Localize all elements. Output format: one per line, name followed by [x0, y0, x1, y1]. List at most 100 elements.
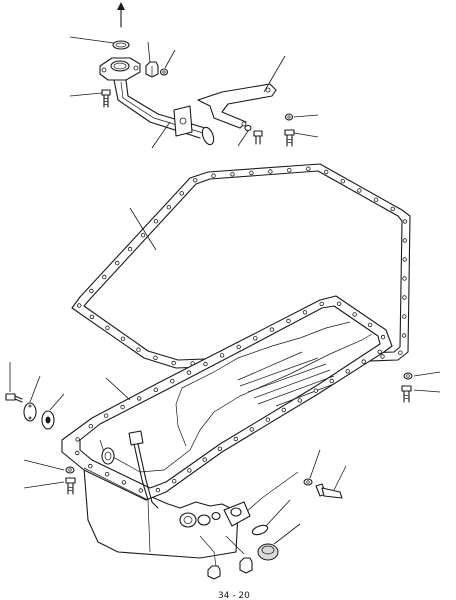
- leader-nut-2: [225, 535, 245, 555]
- washer-left: [65, 466, 75, 474]
- bolt-hole: [306, 166, 311, 171]
- washer-right: [403, 372, 413, 380]
- bolt-left-side: [5, 393, 23, 403]
- suction-pipe: [113, 79, 215, 146]
- bolt-hole: [89, 288, 94, 294]
- bolt-hole: [217, 446, 223, 451]
- bolt-hole: [297, 398, 302, 403]
- bolt-top-left: [101, 89, 111, 108]
- bolt-hole: [340, 178, 345, 184]
- bolt-hole: [401, 333, 407, 338]
- bolt-hole: [373, 197, 379, 202]
- bolt-hole: [249, 170, 254, 176]
- bolt-hole: [102, 274, 107, 280]
- washer-right-top: [284, 113, 294, 121]
- bolt-hole: [153, 387, 158, 392]
- bolt-hole: [88, 424, 93, 429]
- bolt-hole: [203, 361, 208, 367]
- oil-pan: [61, 295, 393, 559]
- bolt-hole: [211, 173, 216, 178]
- bolt-hole: [105, 325, 110, 330]
- bolt-hole: [233, 436, 238, 442]
- bolt-hole: [324, 169, 329, 175]
- cover-plate-left: [23, 402, 37, 422]
- bolt-hole: [357, 188, 362, 193]
- bolt-hole: [121, 480, 127, 485]
- bolt-hole: [186, 370, 192, 375]
- bolt-hole: [398, 350, 403, 355]
- support-bracket: [197, 83, 277, 129]
- bolt-hole: [192, 178, 198, 183]
- leader-gasket: [129, 207, 157, 251]
- plug-left: [101, 447, 115, 465]
- bolt-hole: [337, 301, 342, 306]
- bolt-hole: [171, 479, 177, 484]
- bolt-hole: [236, 344, 241, 350]
- bolt-hole: [75, 437, 80, 442]
- o-ring-drain: [251, 524, 269, 536]
- leader-lines-bottom: [9, 362, 441, 545]
- page-label: 34 - 20: [218, 591, 250, 600]
- bolt-hole: [253, 336, 258, 341]
- drain-cap: [257, 543, 279, 561]
- bolt-hole: [402, 219, 408, 224]
- pipe-bracket-clamp: [173, 105, 193, 137]
- bolt-hole: [202, 457, 207, 462]
- bolt-hole: [140, 232, 146, 238]
- bolt-hole: [268, 169, 273, 174]
- bolt-hole: [104, 472, 110, 477]
- bolt-hole: [166, 204, 171, 210]
- bolt-hole: [302, 310, 308, 315]
- bolt-hole: [380, 354, 385, 359]
- bolt-bracket-1: [244, 124, 263, 145]
- bolt-hole: [187, 468, 192, 473]
- suction-pipe-flange: [99, 57, 141, 81]
- o-ring-top: [112, 40, 130, 50]
- bolt-hole: [179, 191, 184, 196]
- bolt-hole: [367, 322, 373, 328]
- bolt-hole: [402, 314, 407, 319]
- bolt-hole: [287, 167, 292, 173]
- bolt-hole: [74, 450, 80, 456]
- nut-bottom-1: [207, 565, 221, 580]
- bolt-left-lower: [65, 477, 76, 495]
- bolt-hole: [249, 427, 254, 432]
- leader-lines-top: [69, 36, 319, 149]
- oil-level-sensor: [128, 430, 159, 509]
- bolt-hole: [281, 407, 286, 413]
- bolt-hole: [153, 355, 158, 360]
- bolt-hole: [155, 487, 161, 493]
- leader-pan: [105, 377, 131, 401]
- pan-ribs: [237, 351, 335, 407]
- bolt-hole: [265, 417, 270, 422]
- bolt-hole: [361, 359, 366, 364]
- bolt-hole: [136, 347, 141, 352]
- bolt-hole: [402, 257, 407, 262]
- bolt-hole: [120, 404, 125, 410]
- bolt-hole: [136, 396, 142, 401]
- nut-top: [145, 61, 159, 78]
- bolt-hole: [76, 303, 82, 308]
- bolt-hole: [219, 353, 225, 358]
- leader-nut-1: [199, 535, 217, 567]
- bolt-hole: [286, 318, 291, 324]
- bolt-hole: [88, 463, 93, 469]
- bolt-hole: [313, 388, 318, 393]
- bolt-hole: [377, 349, 382, 355]
- bolt-right: [401, 385, 412, 403]
- nut-bottom-2: [239, 557, 253, 574]
- bolt-hole: [402, 276, 407, 281]
- bolt-hole: [138, 488, 143, 493]
- bolt-hole: [319, 301, 324, 307]
- bolt-hole: [89, 314, 95, 320]
- bolt-hole: [153, 218, 159, 224]
- bolt-hole: [114, 260, 120, 266]
- direction-arrow: [117, 2, 125, 28]
- bolt-hole: [345, 369, 350, 374]
- bolt-hole: [103, 413, 109, 418]
- bolt-hole: [390, 206, 395, 212]
- bolt-hole: [127, 246, 133, 252]
- bolt-hole: [120, 336, 126, 341]
